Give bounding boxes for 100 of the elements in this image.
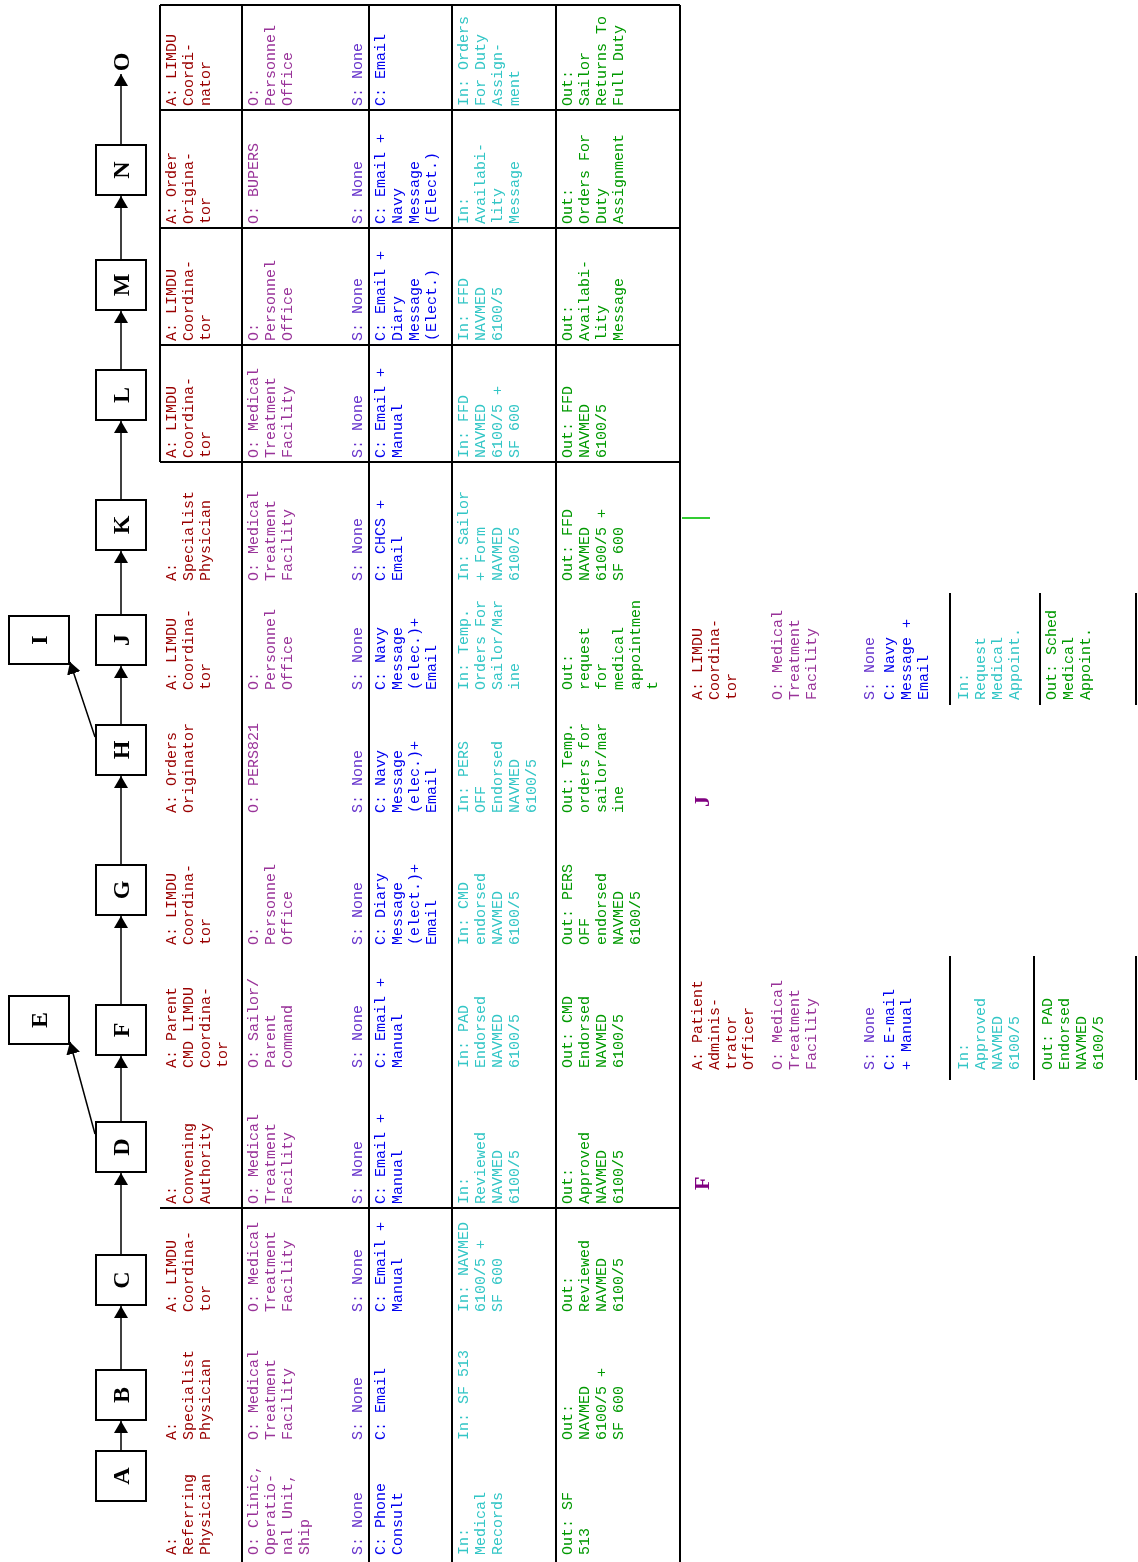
cell-text: C: Diary Message (elect.)+ Email	[373, 863, 441, 945]
note-text: S: None	[862, 1006, 879, 1070]
cell-text: S: None	[350, 1376, 367, 1440]
cell-text: C: Navy Message (elec.)+ Email	[373, 740, 441, 813]
cell-text: A: LIMDU Coordina-tor	[164, 376, 215, 458]
cell-text: O: Personnel Office	[246, 259, 297, 341]
cell-text: Out: SF 513	[560, 1491, 594, 1555]
step-box: M	[95, 259, 147, 311]
cell-text: In: Orders For Duty Assign-ment	[456, 15, 524, 106]
step-box: B	[95, 1369, 147, 1421]
cell-text: A: Order Origina-tor	[164, 151, 215, 224]
cell-text: Out: FFD NAVMED 6100/5 + SF 600	[560, 508, 628, 581]
cell-text: A: LIMDU Coordina-tor	[164, 259, 215, 341]
note-text: Out: Sched Medical Appoint.	[1044, 609, 1095, 700]
cell-text: S: None	[350, 394, 367, 458]
note-text: In: Approved NAVMED 6100/5	[956, 997, 1024, 1070]
cell-text: O: Sailor/ Parent Command	[246, 977, 297, 1068]
cell-text: O: BUPERS	[246, 142, 263, 224]
cell-text: In: PERS OFF Endorsed NAVMED 6100/5	[456, 740, 541, 813]
cell-text: In: Temp. Orders For Sailor/Marine	[456, 599, 524, 690]
cell-text: Out: request for medical appointment	[560, 599, 662, 690]
cell-text: S: None	[350, 42, 367, 106]
step-box: G	[95, 864, 147, 916]
cell-text: A: Referring Physician	[164, 1473, 215, 1555]
cell-text: O: Medical Treatment Facility	[246, 490, 297, 581]
step-box: C	[95, 1254, 147, 1306]
cell-text: In: Medical Records	[456, 1491, 507, 1555]
cell-text: A: Specialist Physician	[164, 1349, 215, 1440]
cell-text: S: None	[350, 1248, 367, 1312]
cell-text: S: None	[350, 1491, 367, 1555]
cell-text: Out: CMD Endorsed NAVMED 6100/5	[560, 995, 628, 1068]
note-text: Out: PAD Endorsed NAVMED 6100/5	[1040, 997, 1108, 1070]
cell-text: A: Specialist Physician	[164, 490, 215, 581]
cell-text: C: Email + Manual	[373, 367, 407, 458]
step-box: E	[8, 995, 70, 1045]
cell-text: A: Convening Authority	[164, 1122, 215, 1204]
cell-text: Out: Orders For Duty Assignment	[560, 133, 628, 224]
cell-text: O: Medical Treatment Facility	[246, 367, 297, 458]
cell-text: S: None	[350, 626, 367, 690]
cell-text: In: Sailor + Form NAVMED 6100/5	[456, 490, 524, 581]
cell-text: S: None	[350, 881, 367, 945]
cell-text: A: LIMDU Coordi-nator	[164, 33, 215, 106]
cell-text: C: Email + Navy Message (Elect.)	[373, 133, 441, 224]
cell-text: C: Email + Manual	[373, 977, 407, 1068]
cell-text: O: Medical Treatment Facility	[246, 1349, 297, 1440]
cell-text: A: Parent CMD LIMDU Coordina-tor	[164, 986, 232, 1068]
cell-text: A: LIMDU Coordina-tor	[164, 608, 215, 690]
arrow	[114, 73, 128, 145]
step-box: F	[95, 1004, 147, 1056]
cell-text: S: None	[350, 160, 367, 224]
cell-text: C: Email + Diary Message (Elect.)	[373, 250, 441, 341]
step-box: D	[95, 1121, 147, 1173]
note-text: A: Patient Adminis-trator Officer	[690, 979, 758, 1070]
cell-text: S: None	[350, 749, 367, 813]
arrow	[114, 420, 128, 500]
cell-text: Out: Availabi-lity Message	[560, 259, 628, 341]
cell-text: C: Navy Message (elec.)+ Email	[373, 617, 441, 690]
cell-text: In: Availabi-lity Message	[456, 142, 524, 224]
arrow	[66, 1041, 96, 1135]
cell-text: O: Medical Treatment Facility	[246, 1221, 297, 1312]
cell-text: Out: FFD NAVMED 6100/5	[560, 385, 611, 458]
cell-text: S: None	[350, 1004, 367, 1068]
cell-text: C: Email + Manual	[373, 1113, 407, 1204]
step-box: H	[95, 724, 147, 776]
cell-text: Out: Temp. orders for sailor/marine	[560, 722, 628, 813]
cell-text: O: Clinic, Operatio-nal Unit, Ship	[246, 1464, 314, 1555]
cell-text: In: CMD endorsed NAVMED 6100/5	[456, 872, 524, 945]
arrow	[114, 1305, 128, 1370]
step-box: I	[8, 615, 70, 665]
cell-text: In: Reviewed NAVMED 6100/5	[456, 1131, 524, 1204]
cell-text: Out: PERS OFF endorsed NAVMED 6100/5	[560, 863, 645, 945]
arrow	[114, 310, 128, 370]
step-box: L	[95, 369, 147, 421]
cell-text: Out: Sailor Returns To Full Duty	[560, 15, 628, 106]
cell-text: A: LIMDU Coordina-tor	[164, 863, 215, 945]
step-letter: J	[690, 796, 714, 807]
cell-text: O: Personnel Office	[246, 863, 297, 945]
arrow	[114, 1420, 128, 1451]
cell-text: S: None	[350, 517, 367, 581]
cell-text: Out: Approved NAVMED 6100/5	[560, 1131, 628, 1204]
cell-text: In: FFD NAVMED 6100/5 + SF 600	[456, 385, 524, 458]
cell-text: O: Personnel Office	[246, 608, 297, 690]
cell-text: In: FFD NAVMED 6100/5	[456, 277, 507, 341]
cell-text: Out: Reviewed NAVMED 6100/5	[560, 1239, 628, 1312]
note-text: In: Request Medical Appoint.	[956, 627, 1024, 700]
step-letter: F	[690, 1176, 714, 1190]
cell-text: S: None	[350, 1140, 367, 1204]
step-box: K	[95, 499, 147, 551]
cell-text: In: PAD Endorsed NAVMED 6100/5	[456, 995, 524, 1068]
step-box: N	[95, 144, 147, 196]
cell-text: C: Email + Manual	[373, 1221, 407, 1312]
cell-text: S: None	[350, 277, 367, 341]
arrow	[114, 665, 128, 725]
cell-text: O: Medical Treatment Facility	[246, 1113, 297, 1204]
cell-text: A: Orders Originator	[164, 722, 198, 813]
cell-text: C: Email	[373, 1367, 390, 1440]
arrow	[114, 195, 128, 260]
arrow	[114, 915, 128, 1005]
note-text: C: Navy Message + Email	[882, 618, 933, 700]
cell-text: O: Personnel Office	[246, 24, 297, 106]
